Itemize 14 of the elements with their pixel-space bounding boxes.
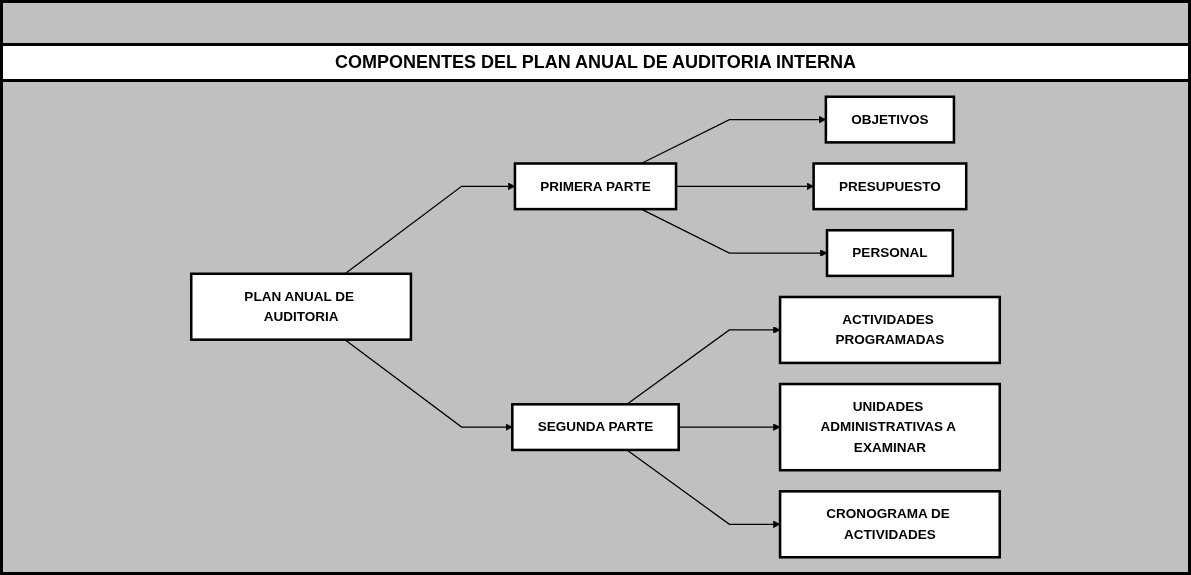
node-box: PRESUPUESTO	[812, 162, 968, 211]
node-box: PRIMERA PARTE	[513, 162, 678, 211]
arrow	[626, 326, 781, 405]
node-box: PLAN ANUAL DE AUDITORIA	[190, 272, 413, 341]
node-box: CRONOGRAMA DE ACTIVIDADES	[778, 490, 1001, 559]
arrow	[626, 449, 781, 528]
node-box: ACTIVIDADES PROGRAMADAS	[778, 295, 1001, 365]
node-box: OBJETIVOS	[824, 95, 956, 144]
arrow	[678, 423, 781, 431]
node-box: UNIDADES ADMINISTRATIVAS A EXAMINAR	[778, 382, 1001, 472]
node-box: SEGUNDA PARTE	[511, 403, 680, 452]
arrow	[344, 339, 513, 431]
diagram-title: COMPONENTES DEL PLAN ANUAL DE AUDITORIA INTERNA	[3, 43, 1188, 82]
node-box: PERSONAL	[825, 229, 955, 278]
